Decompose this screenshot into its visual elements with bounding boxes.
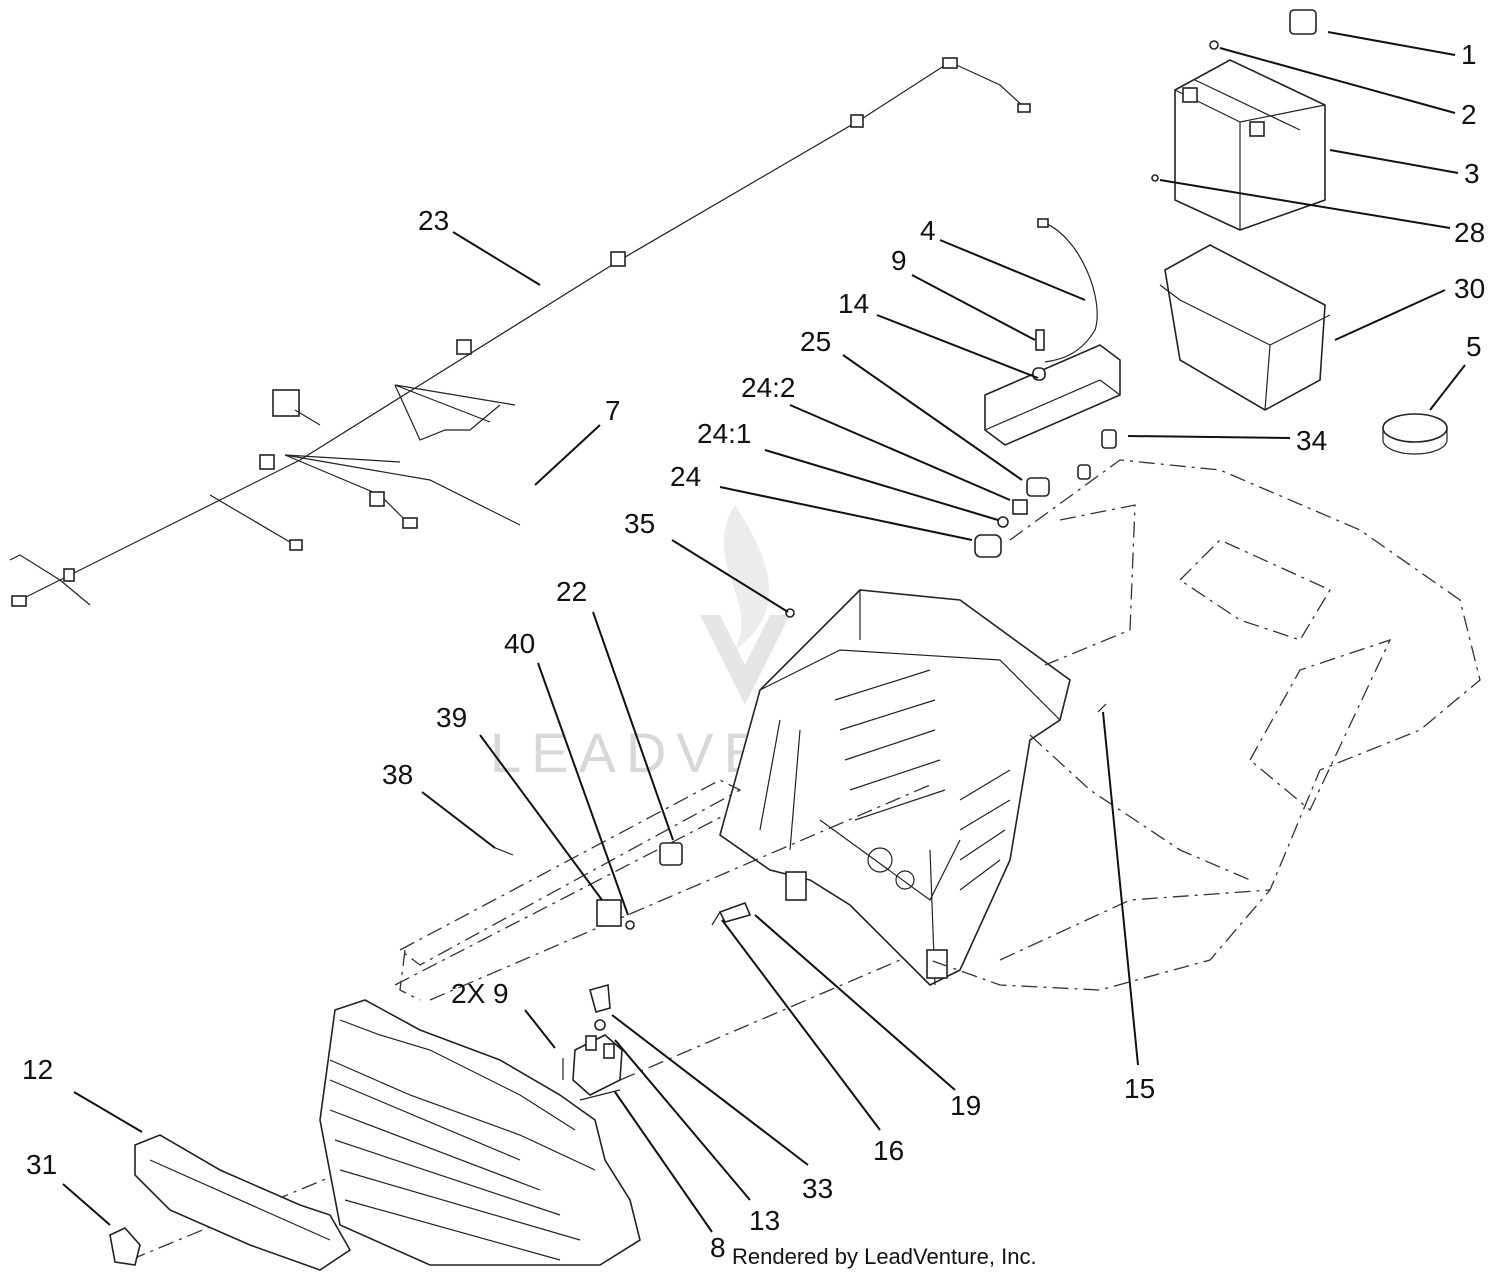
callout-22: 22 [556, 576, 587, 607]
callout-16: 16 [873, 1135, 904, 1166]
callout-15: 15 [1124, 1073, 1155, 1104]
callout-40: 40 [504, 628, 535, 659]
callout-24-2: 24:2 [741, 372, 796, 403]
render-credit: Rendered by LeadVenture, Inc. [732, 1244, 1037, 1269]
starter-solenoid [562, 983, 623, 1101]
fender [929, 459, 1481, 991]
callout-3: 3 [1464, 158, 1480, 189]
callout-31: 31 [26, 1149, 57, 1180]
callout-9: 9 [891, 245, 907, 276]
callout-24: 24 [670, 461, 701, 492]
leader-lines [62, 31, 1466, 1233]
callout-2: 2 [1461, 99, 1477, 130]
callout-12: 12 [22, 1054, 53, 1085]
hood [109, 999, 641, 1271]
callout-33: 33 [802, 1173, 833, 1204]
switch-bracket [974, 218, 1121, 558]
callout-8: 8 [710, 1232, 726, 1263]
callout-28: 28 [1454, 217, 1485, 248]
callout-4: 4 [920, 215, 936, 246]
callout-5: 5 [1466, 331, 1482, 362]
callout-25: 25 [800, 326, 831, 357]
callout-30: 30 [1454, 273, 1485, 304]
battery-box [1159, 244, 1448, 455]
callout-19: 19 [950, 1090, 981, 1121]
callout-34: 34 [1296, 425, 1327, 456]
callout-39: 39 [436, 702, 467, 733]
callout-13: 13 [749, 1205, 780, 1236]
callout-labels: 1 2 3 28 4 9 14 25 24:2 24:1 24 30 5 34 … [22, 39, 1485, 1263]
callout-35: 35 [624, 508, 655, 539]
callout-38: 38 [382, 759, 413, 790]
callout-14: 14 [838, 288, 869, 319]
callout-23: 23 [418, 205, 449, 236]
tower-shroud [719, 589, 1071, 986]
callout-7: 7 [605, 395, 621, 426]
callout-24-1: 24:1 [697, 418, 752, 449]
battery [1151, 9, 1326, 231]
callout-2x9: 2X 9 [451, 978, 509, 1009]
callout-1: 1 [1461, 39, 1477, 70]
wire-harness [9, 57, 1031, 607]
